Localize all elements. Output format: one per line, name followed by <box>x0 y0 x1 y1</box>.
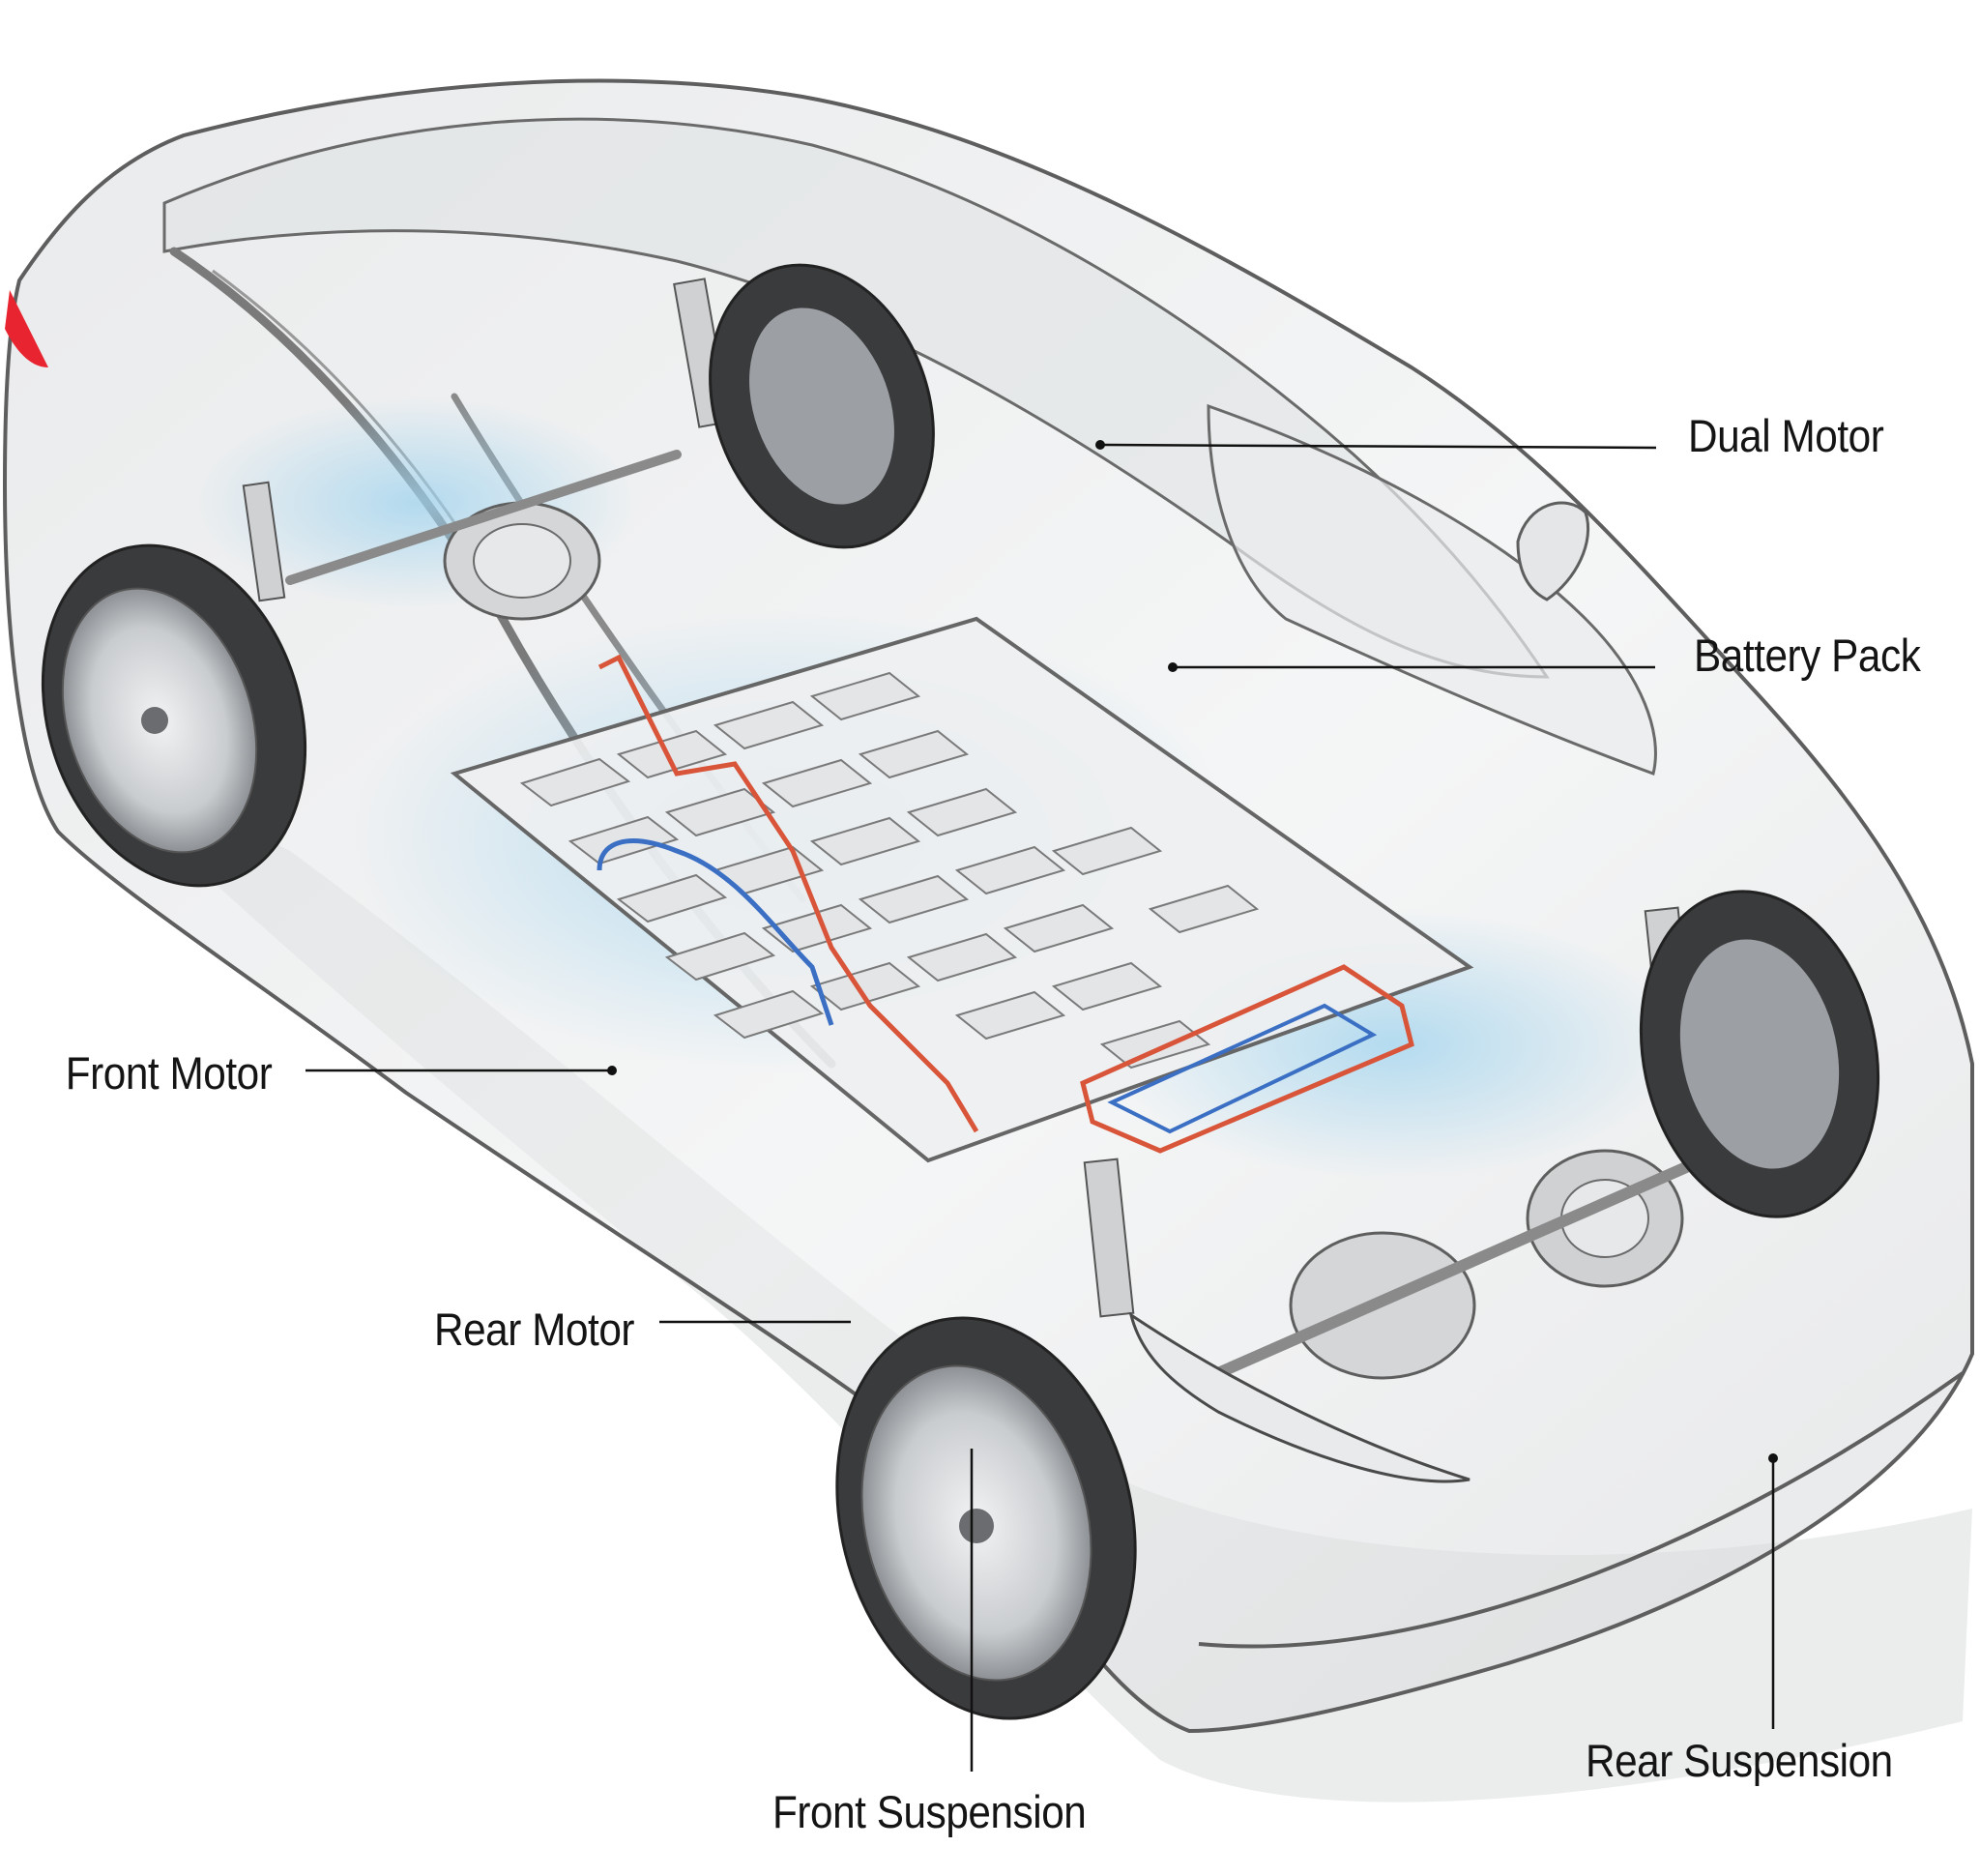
front-drive-unit <box>1212 1149 1707 1380</box>
side-mirror <box>1516 501 1590 601</box>
leader-dual-motor <box>1099 443 1657 450</box>
label-front-motor: Front Motor <box>65 1047 273 1099</box>
coolant-loop-blue <box>1107 1003 1378 1134</box>
hv-cable-red <box>597 654 979 1133</box>
rear-drive-unit <box>285 450 682 621</box>
label-battery-pack: Battery Pack <box>1694 630 1921 681</box>
wheel-front-left <box>835 1316 1137 1720</box>
label-rear-suspension: Rear Suspension <box>1586 1735 1893 1786</box>
headlight <box>1128 1311 1470 1483</box>
hv-loop-red <box>1080 964 1414 1154</box>
anchor-front-motor <box>607 1066 617 1075</box>
wheel-front-right <box>1639 890 1880 1218</box>
suspension-strut-front-left <box>1083 1158 1135 1318</box>
wheel-rear-left <box>41 543 307 888</box>
battery-modules <box>519 671 1260 1070</box>
leader-lines <box>306 440 1778 1772</box>
tail-light <box>5 290 48 367</box>
label-rear-motor: Rear Motor <box>434 1304 635 1355</box>
coolant-line-blue <box>597 838 834 1026</box>
anchor-dual-motor <box>1095 440 1105 450</box>
label-front-suspension: Front Suspension <box>772 1786 1087 1837</box>
wheel-rear-right <box>709 263 935 549</box>
label-dual-motor: Dual Motor <box>1688 410 1884 461</box>
front-bumper <box>1198 1371 1965 1649</box>
anchor-rear-suspension <box>1768 1453 1778 1463</box>
windscreen <box>1207 403 1657 776</box>
anchor-battery-pack <box>1168 662 1178 672</box>
suspension-strut-rear-left <box>242 481 286 602</box>
